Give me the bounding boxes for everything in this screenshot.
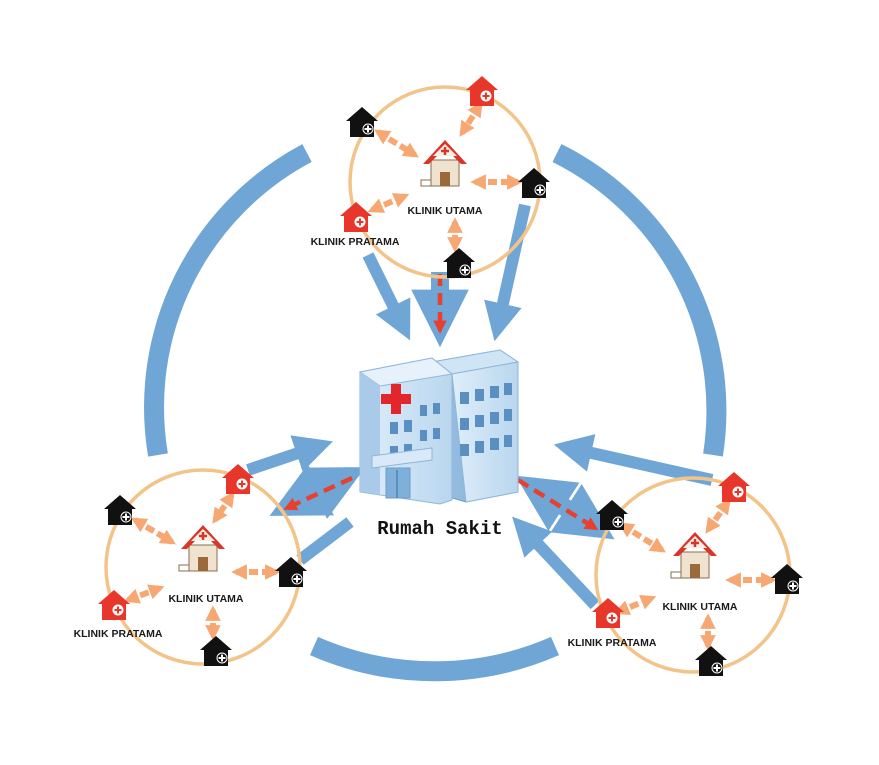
pratama-clinic-icon — [718, 472, 750, 502]
big-ring-arc-left — [144, 144, 312, 457]
satellite-house-icon — [771, 564, 803, 594]
cluster-left: KLINIK UTAMA KLINIK PRATAMA — [74, 464, 307, 666]
klinik-utama-icon — [178, 525, 225, 572]
pratama-clinic-icon — [222, 464, 254, 494]
orange-arrow — [130, 517, 177, 545]
cluster-top: KLINIK UTAMA KLINIK PRATAMA — [311, 76, 550, 279]
pratama-clinic-icon — [466, 76, 498, 106]
orange-arrow — [705, 498, 731, 534]
satellite-house-icon — [596, 500, 628, 530]
big-ring-arc-right — [552, 144, 727, 457]
red-arrow-right — [516, 478, 599, 531]
pratama-clinic-icon — [98, 590, 130, 620]
blue-arrow-right-low — [512, 516, 600, 610]
orange-arrow — [367, 193, 410, 213]
klinik-pratama-label: KLINIK PRATAMA — [568, 637, 657, 649]
red-arrow-left — [283, 475, 353, 511]
red-cross-icon — [381, 384, 411, 414]
satellite-house-icon — [695, 646, 727, 676]
satellite-house-icon — [104, 495, 136, 525]
orange-arrow — [459, 101, 483, 137]
big-ring — [144, 144, 727, 682]
cluster-right: KLINIK UTAMA KLINIK PRATAMA — [568, 472, 803, 676]
blue-arrow-right-top — [553, 434, 714, 486]
klinik-utama-label: KLINIK UTAMA — [662, 601, 737, 613]
orange-arrow — [613, 594, 657, 616]
klinik-utama-icon — [420, 140, 467, 187]
klinik-utama-label: KLINIK UTAMA — [168, 593, 243, 605]
orange-arrow — [374, 129, 419, 158]
red-dashed-arrows — [283, 274, 599, 531]
blue-arrow-left-low — [296, 517, 354, 565]
orange-arrow — [618, 522, 666, 553]
hospital-building-icon — [358, 349, 520, 505]
pratama-clinic-icon — [340, 202, 372, 232]
big-ring-arc-bottom — [309, 636, 560, 682]
klinik-pratama-label: KLINIK PRATAMA — [311, 236, 400, 248]
blue-arrow-top-left — [362, 252, 411, 341]
orange-arrow — [212, 491, 235, 524]
hospital-label: Rumah Sakit — [377, 518, 502, 540]
satellite-house-icon — [200, 636, 232, 666]
blue-arrow-left-top — [246, 435, 333, 476]
satellite-house-icon — [275, 557, 307, 587]
blue-arrow-top-right — [484, 203, 531, 342]
pratama-clinic-icon — [592, 598, 624, 628]
klinik-pratama-label: KLINIK PRATAMA — [74, 628, 163, 640]
klinik-utama-label: KLINIK UTAMA — [407, 205, 482, 217]
orange-arrow — [123, 584, 165, 604]
satellite-house-icon — [443, 248, 475, 278]
satellite-house-icon — [518, 168, 550, 198]
satellite-house-icon — [346, 107, 378, 137]
klinik-utama-icon — [670, 532, 717, 579]
